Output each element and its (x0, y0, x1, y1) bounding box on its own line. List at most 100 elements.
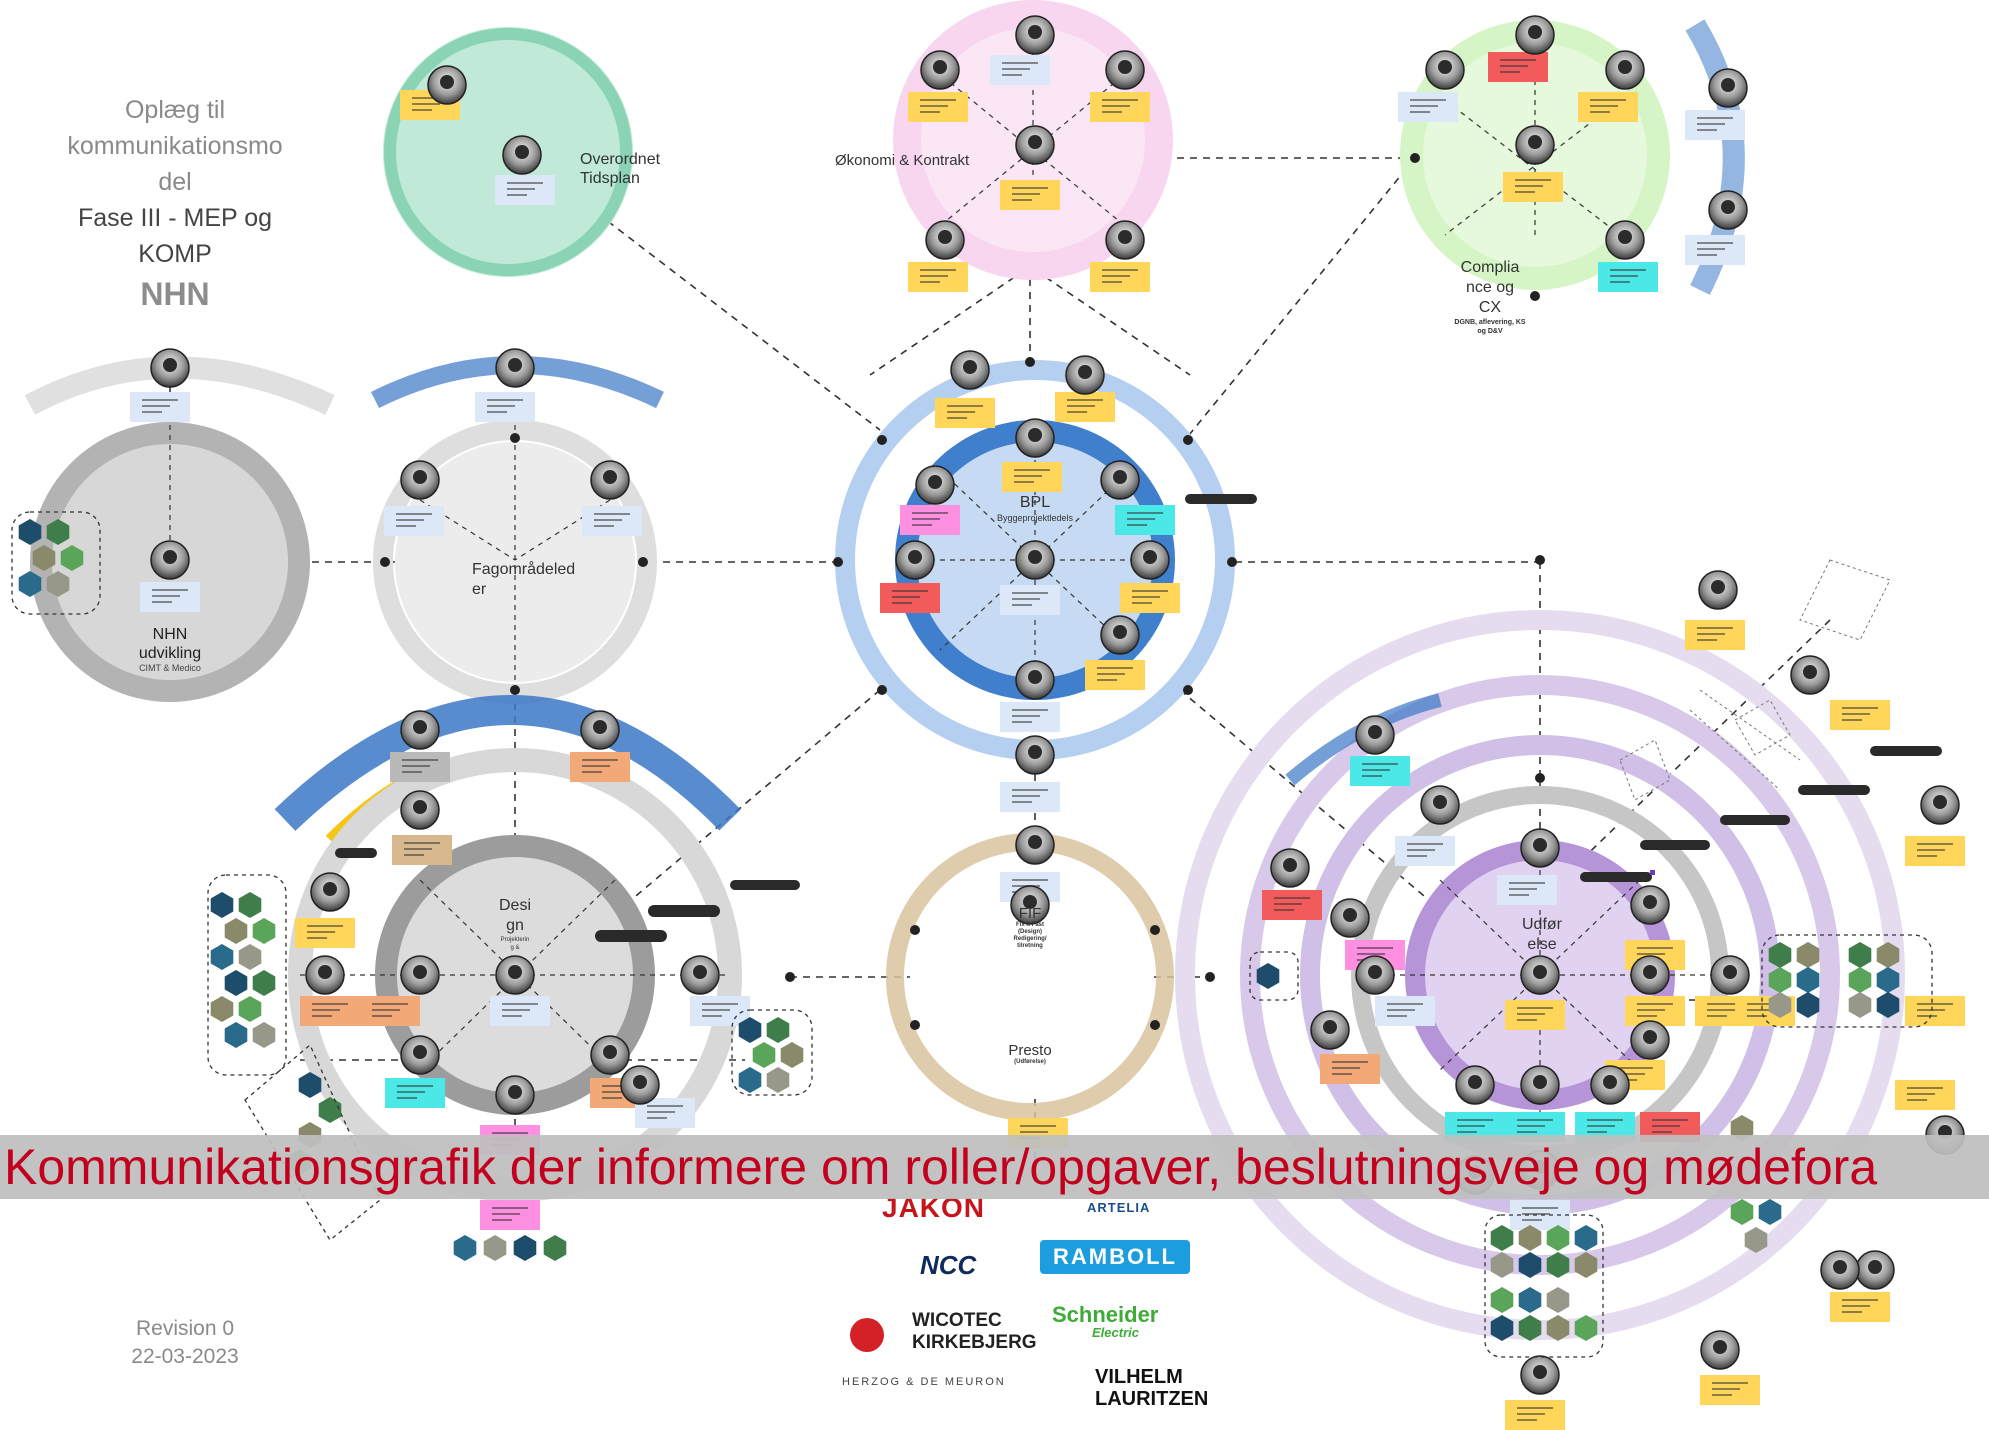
hexagon-tile (738, 1017, 762, 1043)
person-avatar-icon (1100, 615, 1140, 655)
sticky-note (1905, 996, 1965, 1026)
hub-sub: Fix It Fast (1015, 922, 1044, 928)
hexagon-tile (210, 944, 234, 970)
sticky-note (1505, 1400, 1565, 1430)
hexagon-tile (1546, 1315, 1570, 1341)
sticky-note (1830, 1292, 1890, 1322)
person-avatar-icon (1520, 1065, 1560, 1105)
sticky-note (880, 583, 940, 613)
person-avatar-icon (400, 790, 440, 830)
sticky-note (1000, 702, 1060, 732)
person-avatar-icon (1015, 15, 1055, 55)
hexagon-tile (1518, 1252, 1542, 1278)
hexagon-tile (46, 519, 70, 545)
hub-name: Udfør (1522, 916, 1562, 933)
hub-sub: og D&V (1477, 328, 1503, 335)
hub-sub: Redigering/ (1013, 936, 1047, 942)
hub-label-fif: FIF Fix It Fast (Design) Redigering/ til… (985, 905, 1075, 950)
logo-schneider-line2: Electric (1092, 1325, 1139, 1340)
hub-label-design: Desi gn Projekterin g & (485, 896, 545, 952)
hexagon-tile (252, 918, 276, 944)
person-avatar-icon (1605, 50, 1645, 90)
hexagon-tile (1546, 1252, 1570, 1278)
hexagon-tile (766, 1017, 790, 1043)
logo-wicotec: WICOTEC KIRKEBJERG (912, 1310, 1037, 1354)
hub-sub: CIMT & Medico (139, 663, 201, 673)
hub-label-udforelse: Udfør else (1512, 915, 1572, 955)
person-avatar-icon (1015, 735, 1055, 775)
person-avatar-icon (1015, 540, 1055, 580)
hexagon-tile (238, 944, 262, 970)
person-avatar-icon (1065, 355, 1105, 395)
headline-banner: Kommunikationsgrafik der informere om ro… (0, 1135, 1989, 1199)
hexagon-tile (453, 1235, 477, 1261)
hub-sub: Byggeprojektledels (996, 513, 1074, 523)
hexagon-tile (1796, 967, 1820, 993)
person-avatar-icon (1425, 50, 1465, 90)
sticky-note (475, 392, 535, 422)
hexagon-tile (252, 1022, 276, 1048)
person-avatar-icon (150, 540, 190, 580)
sticky-note (140, 582, 200, 612)
hexagon-tile (318, 1097, 342, 1123)
hub-sub: Projekterin (500, 937, 530, 943)
logo-vilhelm: VILHELM LAURITZEN (1095, 1366, 1208, 1410)
logo-ncc: NCC (920, 1250, 977, 1280)
side-title-brand: NHN (140, 276, 210, 312)
person-avatar-icon (590, 460, 630, 500)
hub-sub: tilretning (1017, 943, 1043, 949)
person-avatar-icon (590, 1035, 630, 1075)
person-avatar-icon (1520, 1355, 1560, 1395)
hub-label-nhn: NHN udvikling CIMT & Medico (110, 625, 230, 674)
person-avatar-icon (1015, 825, 1055, 865)
hexagon-tile (513, 1235, 537, 1261)
person-avatar-icon (1700, 1330, 1740, 1370)
hexagon-tile (1768, 967, 1792, 993)
sticky-note (1488, 52, 1548, 82)
hexagon-tile (46, 571, 70, 597)
sticky-note (1375, 996, 1435, 1026)
headline-text: Kommunikationsgrafik der informere om ro… (4, 1139, 1878, 1195)
sticky-note (1905, 836, 1965, 866)
sticky-note (570, 752, 630, 782)
hexagon-tile (298, 1072, 322, 1098)
sticky-note (1830, 700, 1890, 730)
sticky-note (390, 752, 450, 782)
person-avatar-icon (495, 1075, 535, 1115)
chevron-strips (1619, 559, 1891, 801)
person-avatar-icon (1520, 955, 1560, 995)
hexagon-tile (224, 970, 248, 996)
hub-name: udvikling (138, 645, 202, 662)
hexagon-tile (738, 1067, 762, 1093)
logo-wicotec-line1: WICOTEC (912, 1310, 1002, 1331)
sticky-note (1398, 92, 1458, 122)
person-avatar-icon (1515, 15, 1555, 55)
hub-name: Økonomi & Kontrakt (835, 152, 970, 169)
person-avatar-icon (502, 135, 542, 175)
hexagon-tile (1546, 1225, 1570, 1251)
sticky-note (1120, 583, 1180, 613)
hexagon-tile (1730, 1115, 1754, 1141)
hub-sub: g & (510, 945, 520, 951)
hub-label-okonomi: Økonomi & Kontrakt (835, 152, 969, 169)
hexagon-tile (1546, 1287, 1570, 1313)
hexagon-tile (32, 545, 56, 571)
sticky-note (1685, 620, 1745, 650)
hub-name: Complia (1460, 259, 1520, 276)
hub-label-fagomrade: Fagområdeled er (472, 560, 575, 600)
person-avatar-icon (427, 65, 467, 105)
person-avatar-icon (1515, 125, 1555, 165)
person-avatar-icon (1708, 190, 1748, 230)
hexagon-tile (1758, 1199, 1782, 1225)
hexagon-tile (210, 892, 234, 918)
person-avatar-icon (310, 872, 350, 912)
person-avatar-icon (1855, 1250, 1895, 1290)
revision-info: Revision 0 22-03-2023 (100, 1315, 270, 1371)
hexagon-tile (1848, 992, 1872, 1018)
hexagon-tile (483, 1235, 507, 1261)
hexagon-tile (210, 996, 234, 1022)
hexagon-tile (1574, 1225, 1598, 1251)
person-avatar-icon (950, 350, 990, 390)
tag-bars (335, 494, 1942, 942)
